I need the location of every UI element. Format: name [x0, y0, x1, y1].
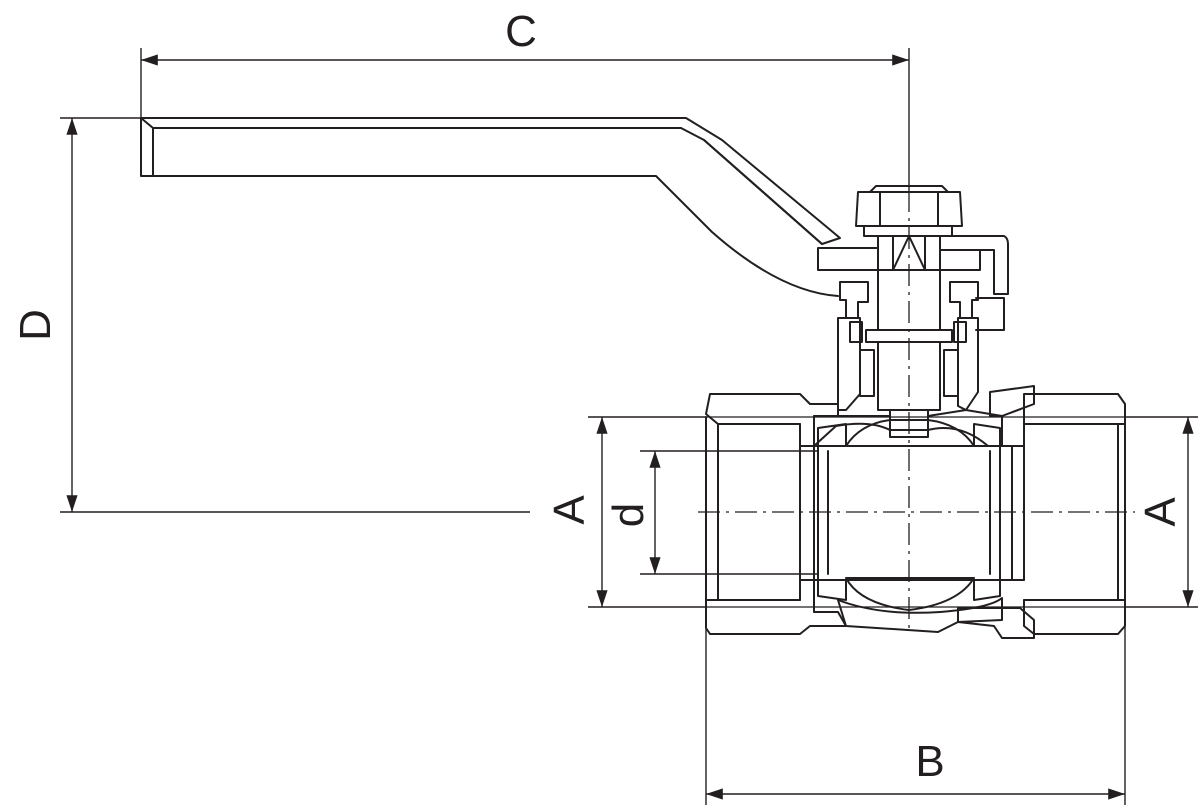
label-a-left: A [545, 495, 594, 525]
dimension-a-right: A [1125, 416, 1198, 608]
valve-body-upper [705, 385, 1126, 447]
dimension-c: C [140, 7, 910, 190]
valve-ball [845, 419, 975, 611]
label-a-right: A [1136, 497, 1185, 527]
valve-bonnet [837, 281, 979, 411]
label-d: D [11, 309, 60, 341]
label-bore: d [604, 503, 653, 527]
valve-bore [705, 416, 1126, 608]
dimension-b: B [705, 610, 1126, 805]
dimension-d-bore: d [604, 450, 818, 575]
label-c: C [505, 7, 537, 56]
label-b: B [915, 737, 944, 786]
dimension-d: D [11, 117, 530, 513]
valve-handle [140, 117, 841, 297]
dimension-a-left: A [545, 416, 706, 608]
